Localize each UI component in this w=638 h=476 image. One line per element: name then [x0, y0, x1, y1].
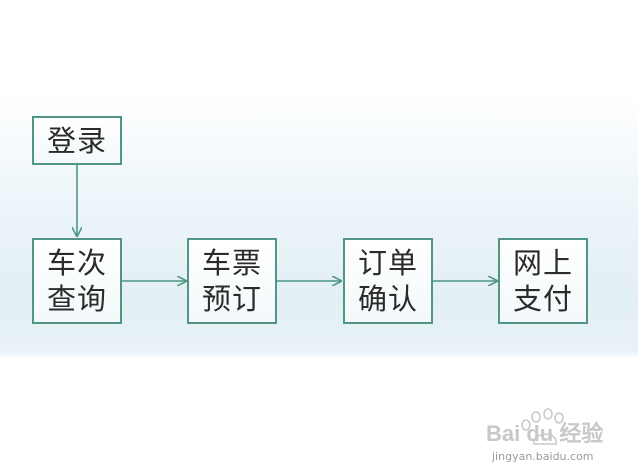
- node-online-payment-line2: 支付: [512, 282, 573, 316]
- node-train-query: 车次 查询: [32, 238, 122, 324]
- watermark-url: jingyan.baidu.com: [492, 450, 594, 463]
- node-train-query-line2: 查询: [46, 282, 107, 316]
- node-ticket-booking-line1: 车票: [201, 246, 262, 280]
- node-online-payment: 网上 支付: [498, 238, 588, 324]
- node-online-payment-line1: 网上: [512, 246, 573, 280]
- node-order-confirm-line1: 订单: [357, 246, 418, 280]
- node-train-query-line1: 车次: [46, 246, 107, 280]
- watermark-logo-text: Bai du 经验: [486, 421, 604, 446]
- node-order-confirm-line2: 确认: [357, 282, 418, 316]
- node-login: 登录: [32, 116, 122, 165]
- baidu-paw-logo-icon: [521, 408, 564, 445]
- node-login-label: 登录: [46, 123, 107, 158]
- node-order-confirm: 订单 确认: [343, 238, 433, 324]
- node-ticket-booking: 车票 预订: [187, 238, 277, 324]
- node-ticket-booking-line2: 预订: [201, 282, 262, 316]
